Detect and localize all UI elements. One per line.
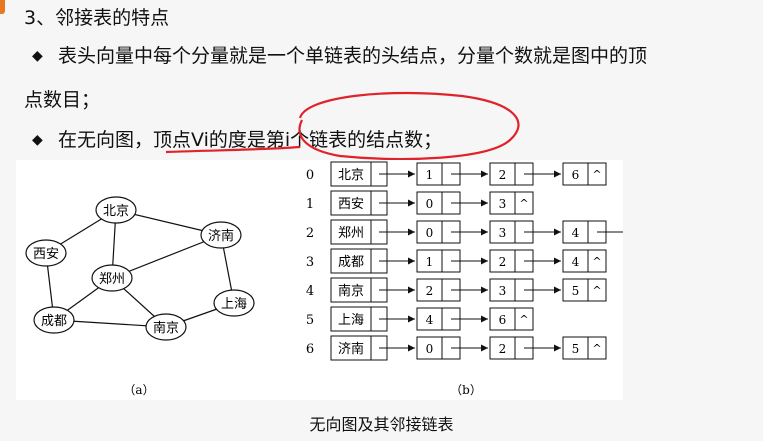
edge-node-value: 2 xyxy=(499,255,507,269)
section-heading: 3、邻接表的特点 xyxy=(24,7,170,29)
arrow-head xyxy=(481,199,488,207)
arrow-head xyxy=(554,170,561,178)
vertex-head-cell xyxy=(330,306,372,332)
vertex-head-cell xyxy=(330,219,372,245)
edge-node-value: 5 xyxy=(572,342,580,356)
graph-node xyxy=(91,264,133,292)
vertex-name: 济南 xyxy=(338,341,364,357)
vertex-index: 1 xyxy=(306,197,314,212)
edge-link-cell xyxy=(514,307,534,331)
arrow-head xyxy=(481,344,488,352)
vertex-name: 成都 xyxy=(338,255,364,270)
arrow-head xyxy=(481,257,488,265)
null-pointer-mark: ^ xyxy=(592,342,601,355)
arrow-head xyxy=(481,286,488,294)
arrow-head xyxy=(408,199,415,207)
vertex-name: 北京 xyxy=(338,168,364,183)
graph-node xyxy=(33,306,75,334)
graph-node xyxy=(25,239,67,267)
arrow-head xyxy=(554,257,561,265)
graph-node xyxy=(200,221,242,249)
arrow-head xyxy=(408,257,415,265)
graph-node-label: 西安 xyxy=(33,247,59,262)
arrow-head xyxy=(408,344,415,352)
vertex-index: 2 xyxy=(306,226,314,241)
edge-link-cell xyxy=(587,162,607,186)
graph-node-label: 郑州 xyxy=(99,272,125,287)
null-pointer-mark: ^ xyxy=(592,168,601,181)
bullet-1-text: 表头向量中每个分量就是一个单链表的头结点，分量个数就是图中的顶 xyxy=(58,45,648,67)
graph-node-label: 济南 xyxy=(208,228,234,244)
vertex-name: 上海 xyxy=(338,313,364,328)
adjacency-label: （b） xyxy=(450,383,482,397)
graph-node xyxy=(95,196,137,224)
edge-node-value: 4 xyxy=(572,255,580,269)
edge-node-value: 2 xyxy=(499,168,507,182)
edge-node-value: 3 xyxy=(499,284,507,298)
graph-node xyxy=(145,313,187,341)
edge-node-value: 4 xyxy=(426,313,434,327)
graph-edge xyxy=(111,234,222,279)
edge-link-cell xyxy=(587,278,607,302)
edge-link-cell xyxy=(587,249,607,273)
edge-link-cell xyxy=(587,336,607,360)
graph-node-label: 成都 xyxy=(41,314,67,329)
vertex-name: 郑州 xyxy=(338,226,364,241)
edge-node-value: 4 xyxy=(572,226,580,240)
edge-node-value: 0 xyxy=(426,226,434,240)
vertex-head-cell xyxy=(330,335,372,361)
adjacency-list: 0 北京 1 2 6 ^ 1 西安 0 3 ^ 2 郑州 0 3 4 6 ^ 3 成都 1 2 4 ^ 4 南京 2 3 5 ^ 5 上海 4 6… xyxy=(306,161,623,361)
edge-node-value: 2 xyxy=(499,342,507,356)
arrow-head xyxy=(408,170,415,178)
edge-node-value: 5 xyxy=(572,284,580,298)
edge-node-value: 6 xyxy=(499,313,507,327)
edge-node-value: 6 xyxy=(572,168,580,182)
edge-node-value: 1 xyxy=(426,255,434,269)
arrow-head xyxy=(554,228,561,236)
arrow-head xyxy=(481,170,488,178)
graph-node xyxy=(213,289,255,317)
bullet-1-continuation: 点数目； xyxy=(24,89,101,111)
arrow-head xyxy=(408,315,415,323)
graph-node-label: 南京 xyxy=(153,320,179,336)
vertex-index: 6 xyxy=(306,342,314,357)
vertex-name: 南京 xyxy=(338,283,364,299)
vertex-index: 4 xyxy=(306,284,314,299)
null-pointer-mark: ^ xyxy=(592,255,601,268)
bullet-2-text: 在无向图，顶点Vi的度是第i个链表的结点数； xyxy=(58,129,443,151)
arrow-head xyxy=(554,286,561,294)
arrow-head xyxy=(408,228,415,236)
vertex-index: 5 xyxy=(306,313,314,328)
graph-label: （a） xyxy=(123,383,154,397)
vertex-index: 3 xyxy=(306,255,314,270)
arrow-head xyxy=(554,344,561,352)
graph-node-label: 北京 xyxy=(103,204,129,219)
figure-caption: 无向图及其邻接链表 xyxy=(309,415,454,434)
edge-node-value: 0 xyxy=(426,197,434,211)
edge-node-value: 3 xyxy=(499,226,507,240)
null-pointer-mark: ^ xyxy=(519,313,528,326)
graph-node-label: 上海 xyxy=(221,297,247,312)
null-pointer-mark: ^ xyxy=(592,284,601,297)
accent-tab xyxy=(0,0,5,14)
edge-link-cell xyxy=(514,191,534,215)
arrow-head xyxy=(481,315,488,323)
bullet-diamond-icon: ◆ xyxy=(32,48,43,64)
vertex-head-cell xyxy=(330,248,372,274)
vertex-name: 西安 xyxy=(338,197,364,212)
edge-node-value: 2 xyxy=(426,284,434,298)
edge-node-value: 3 xyxy=(499,197,507,211)
arrow-head xyxy=(481,228,488,236)
edge-node-value: 0 xyxy=(426,342,434,356)
arrow-head xyxy=(408,286,415,294)
vertex-index: 0 xyxy=(306,168,314,183)
edge-node-value: 1 xyxy=(426,168,434,182)
null-pointer-mark: ^ xyxy=(519,197,528,210)
bullet-diamond-icon: ◆ xyxy=(32,132,43,148)
